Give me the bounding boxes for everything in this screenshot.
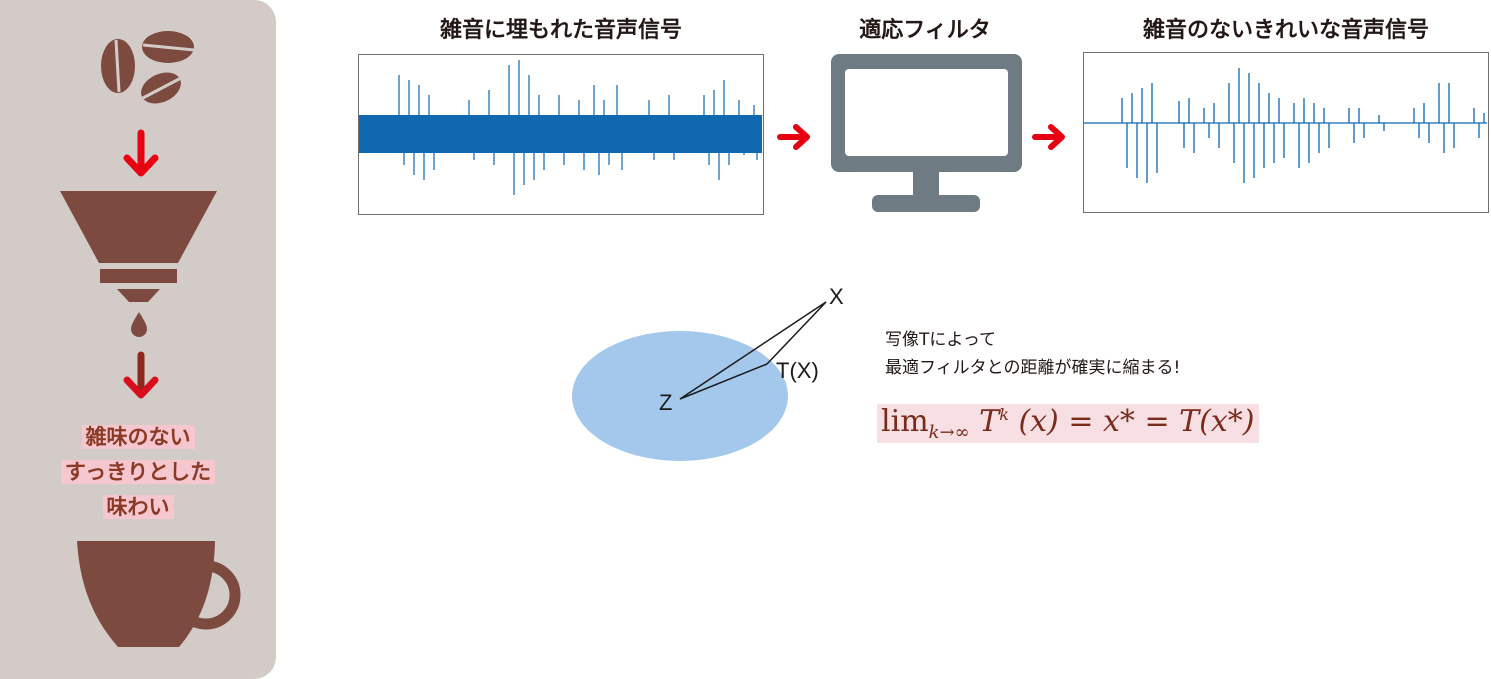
taste-line-2: すっきりとした <box>60 460 216 484</box>
caption-line-1: 写像Tによって <box>885 330 997 350</box>
noisy-signal-title: 雑音に埋もれた音声信号 <box>439 18 682 43</box>
clean-signal-title: 雑音のないきれいな音声信号 <box>1142 18 1429 43</box>
formula-t: T <box>979 404 1000 439</box>
formula-subscript: k→∞ <box>928 422 970 443</box>
mapping-caption: 写像Tによって 最適フィルタとの距離が確実に縮まる! <box>885 326 1180 382</box>
arrow-down-icon <box>123 129 159 177</box>
coffee-cup-icon <box>77 541 241 647</box>
arrow-right-icon <box>777 124 810 150</box>
monitor-icon <box>831 54 1022 212</box>
formula-eq1: = <box>1068 404 1094 439</box>
coffee-beans-icon <box>101 31 195 104</box>
taste-line-3: 味わい <box>102 495 174 519</box>
coffee-drop-icon <box>131 312 147 337</box>
noisy-signal-waveform <box>358 54 764 215</box>
coffee-dripper-icon <box>60 191 217 302</box>
formula-xstar: x* <box>1103 404 1135 439</box>
point-z-label: Z <box>659 390 673 415</box>
clean-waveform-chart <box>1084 68 1487 183</box>
clean-signal-waveform <box>1083 52 1489 213</box>
formula-rhs: T(x*) <box>1179 404 1255 439</box>
point-x-label: X <box>829 284 844 309</box>
taste-description: 雑味のない すっきりとした 味わい <box>0 420 276 525</box>
convex-set-ellipse <box>572 331 788 461</box>
caption-line-2: 最適フィルタとの距離が確実に縮まる! <box>885 358 1181 378</box>
fixed-point-formula: limk→∞ Tk (x) = x* = T(x*) <box>877 404 1259 443</box>
formula-arg: (x) <box>1018 404 1059 439</box>
coffee-illustration <box>60 31 241 647</box>
arrow-down-icon <box>123 351 159 399</box>
taste-line-1: 雑味のない <box>81 425 195 449</box>
coffee-panel: 雑味のない すっきりとした 味わい <box>0 0 276 679</box>
formula-superscript: k <box>999 405 1009 424</box>
adaptive-filter-title: 適応フィルタ <box>859 18 991 43</box>
contraction-mapping-diagram <box>572 301 827 461</box>
point-tx-label: T(X) <box>776 358 819 383</box>
formula-eq2: = <box>1144 404 1170 439</box>
formula-lim: lim <box>881 404 929 439</box>
arrow-right-icon <box>1032 124 1065 150</box>
noisy-waveform-chart <box>359 60 762 195</box>
